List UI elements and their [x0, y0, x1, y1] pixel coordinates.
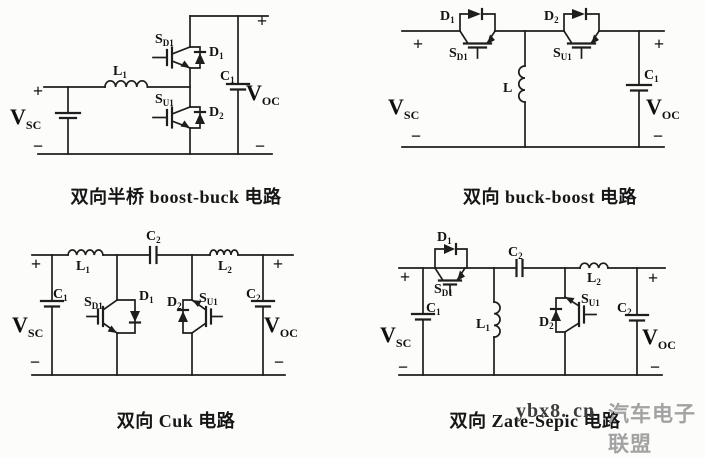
- d2-label: D2: [167, 295, 182, 311]
- buck-boost-circuit-diagram: + − + − VSC VOC D1 SD1 D2 SU1 L C1: [388, 7, 680, 148]
- plus-input: +: [31, 254, 41, 274]
- inductor-l2: [209, 249, 239, 256]
- minus-output: −: [650, 357, 660, 377]
- igbt-su1: [562, 29, 601, 59]
- voc-label: VOC: [642, 324, 676, 352]
- d1-label: D1: [209, 45, 224, 61]
- cuk-circuit-panel: + − + − VSC VOC L1 C2 L2 C1 SD1 D1 D2 SU…: [0, 222, 352, 400]
- buck-boost-circuit-panel: + − + − VSC VOC D1 SD1 D2 SU1 L C1: [352, 0, 705, 178]
- plus-output: +: [257, 11, 267, 31]
- wires: [398, 258, 666, 376]
- d2-label: D2: [209, 105, 224, 121]
- l2-label: L2: [218, 259, 232, 275]
- c1-label: C1: [644, 68, 659, 84]
- d2-label: D2: [544, 9, 559, 25]
- vsc-label: VSC: [380, 322, 411, 350]
- zeta-sepic-circuit-panel: + − + − VSC VOC D1 SD1 C2 L2 L1 D2 SU1 C…: [352, 222, 705, 400]
- inductor-l2: [579, 262, 609, 269]
- minus-output: −: [255, 136, 265, 156]
- igbt-su1: [152, 105, 192, 130]
- inductor-l: [517, 65, 526, 103]
- su1-label: SU1: [581, 292, 600, 308]
- minus-input: −: [33, 136, 43, 156]
- su1-label: SU1: [155, 92, 174, 108]
- igbt-su1: [190, 298, 223, 335]
- diode-d2: [563, 7, 600, 32]
- plus-output: +: [648, 268, 658, 288]
- vsc-label: VSC: [388, 94, 419, 122]
- su1-label: SU1: [553, 46, 572, 62]
- l-label: L: [503, 81, 512, 96]
- minus-output: −: [274, 352, 284, 372]
- voc-label: VOC: [264, 312, 298, 340]
- igbt-sd1: [86, 298, 119, 335]
- igbt-sd1: [433, 266, 467, 295]
- sd1-label: SD1: [155, 32, 174, 48]
- diode-d1: [116, 299, 142, 334]
- inductor-l1: [67, 249, 104, 256]
- l1-label: L1: [113, 64, 127, 80]
- caption-half-bridge: 双向半桥 boost-buck 电路: [70, 187, 282, 207]
- sd1-label: SD1: [434, 282, 453, 298]
- igbt-su1: [563, 295, 597, 334]
- voc-label: VOC: [246, 80, 280, 108]
- plus-input: +: [33, 81, 43, 101]
- diode-d1: [459, 7, 496, 32]
- inductor-l1: [104, 79, 149, 88]
- plus-output: +: [654, 34, 664, 54]
- c1-label: C1: [53, 287, 68, 303]
- sd1-label: SD1: [84, 295, 103, 311]
- c1-label: C1: [426, 301, 441, 317]
- su1-label: SU1: [199, 291, 218, 307]
- igbt-sd1: [152, 45, 192, 70]
- l2-label: L2: [587, 271, 601, 287]
- vsc-label: VSC: [10, 104, 41, 132]
- diode-d2: [189, 106, 207, 129]
- caption-zeta-sepic: 双向 Zate-Sepic 电路: [449, 411, 621, 431]
- caption-buck-boost: 双向 buck-boost 电路: [462, 187, 638, 207]
- minus-input: −: [30, 352, 40, 372]
- watermark-site: ybx8. cn: [516, 400, 596, 422]
- c-out-label: C2: [617, 301, 632, 317]
- minus-input: −: [398, 357, 408, 377]
- diode-d1: [189, 46, 207, 69]
- d1-label: D1: [437, 230, 452, 246]
- zeta-sepic-circuit-diagram: + − + − VSC VOC D1 SD1 C2 L2 L1 D2 SU1 C…: [380, 230, 676, 377]
- d2-label: D2: [539, 315, 554, 331]
- plus-output: +: [273, 254, 283, 274]
- plus-input: +: [413, 34, 423, 54]
- watermark-org: 汽车电子联盟: [608, 402, 696, 456]
- igbt-sd1: [458, 29, 497, 59]
- plus-input: +: [400, 267, 410, 287]
- sd1-label: SD1: [449, 46, 468, 62]
- cuk-circuit-diagram: + − + − VSC VOC L1 C2 L2 C1 SD1 D1 D2 SU…: [12, 229, 298, 376]
- wires: [37, 15, 273, 155]
- c1-label: C1: [220, 69, 235, 85]
- wires: [31, 245, 294, 376]
- l1-label: L1: [76, 259, 90, 275]
- diode-d2: [549, 297, 566, 333]
- d1-label: D1: [139, 289, 154, 305]
- c-out-label: C2: [246, 287, 261, 303]
- half-bridge-circuit-diagram: + − + − VSC VOC C1 L1 SD1 D1 SU1 D2: [10, 11, 280, 156]
- diode-d2: [176, 299, 193, 334]
- caption-cuk: 双向 Cuk 电路: [116, 411, 236, 431]
- c2-label: C2: [508, 245, 523, 261]
- l1-label: L1: [476, 317, 490, 333]
- minus-output: −: [653, 126, 663, 146]
- vsc-label: VSC: [12, 312, 43, 340]
- c2-label: C2: [146, 229, 161, 245]
- minus-input: −: [411, 126, 421, 146]
- diode-d1: [434, 242, 468, 269]
- wires: [401, 30, 665, 148]
- inductor-l1: [493, 301, 501, 338]
- d1-label: D1: [440, 9, 455, 25]
- half-bridge-circuit-panel: + − + − VSC VOC C1 L1 SD1 D1 SU1 D2: [0, 0, 352, 178]
- voc-label: VOC: [646, 94, 680, 122]
